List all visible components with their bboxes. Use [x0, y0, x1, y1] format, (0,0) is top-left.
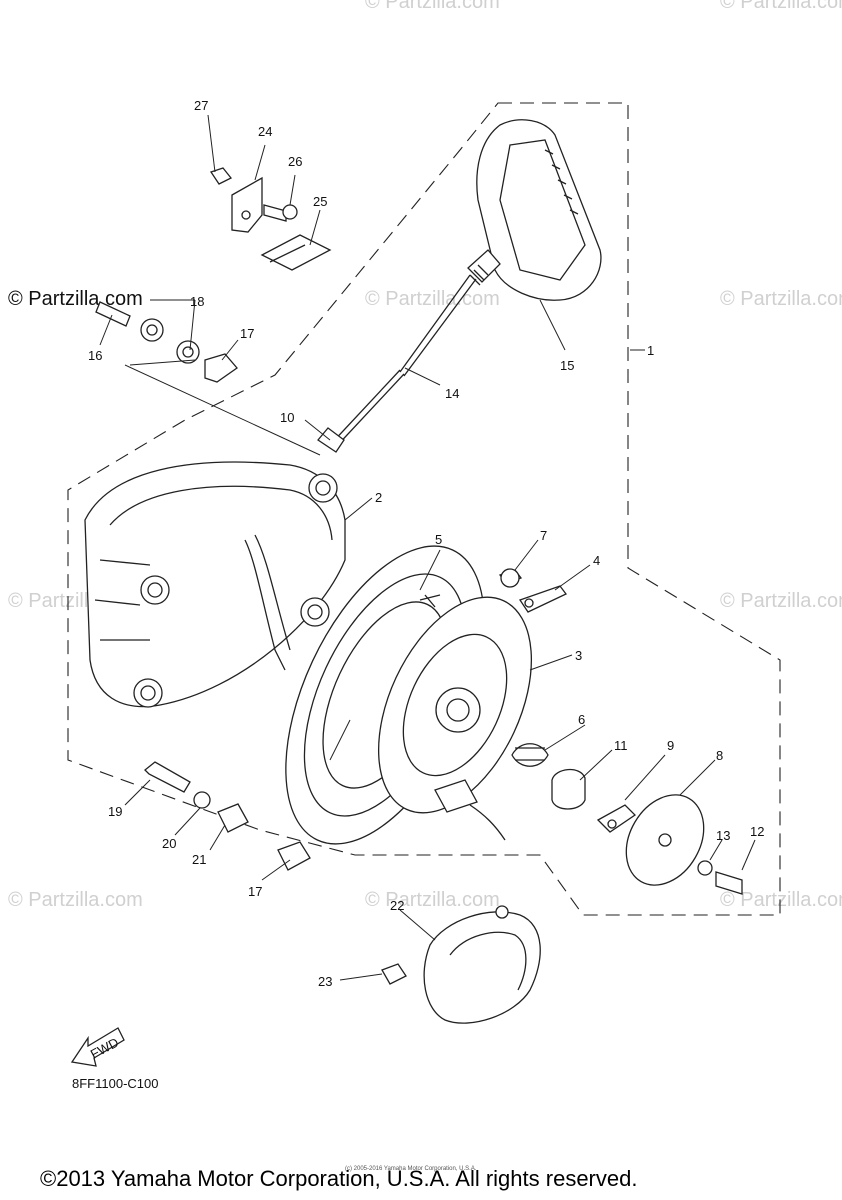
small-parts-right	[498, 568, 743, 895]
fwd-arrow-icon: FWD	[70, 1027, 125, 1067]
callout-14: 14	[445, 386, 459, 401]
callout-3: 3	[575, 648, 582, 663]
watermark: © Partzilla.com	[720, 0, 842, 13]
cover-plate	[381, 905, 541, 1024]
watermark-primary: © Partzilla.com	[8, 288, 143, 310]
callout-11: 11	[614, 738, 628, 753]
watermark: © Partzilla.com	[720, 889, 842, 911]
watermark: © Partzilla.com	[720, 590, 842, 612]
watermark: © Partzilla.com	[365, 288, 500, 310]
callout-13: 13	[716, 828, 730, 843]
tiny-notice: (c) 2005-2016 Yamaha Motor Corporation, …	[345, 1166, 477, 1172]
callout-20: 20	[162, 836, 176, 851]
callout-10: 10	[280, 410, 294, 425]
copyright-notice: ©2013 Yamaha Motor Corporation, U.S.A. A…	[40, 1166, 637, 1191]
callout-23: 23	[318, 974, 332, 989]
fasteners-lower	[144, 761, 311, 871]
assembly-outline	[67, 102, 781, 916]
callout-21: 21	[192, 852, 206, 867]
starter-reel	[285, 545, 533, 845]
diagram-code: 8FF1100-C100	[72, 1076, 158, 1091]
callout-5: 5	[435, 532, 442, 547]
callout-26: 26	[288, 154, 302, 169]
fwd-label: FWD	[88, 1035, 121, 1062]
callout-labels: 1 2 3 4 5 6 7 8 9 10 11 12 13 14 15 16 1…	[88, 98, 764, 989]
callout-6: 6	[578, 712, 585, 727]
callout-17-lower: 17	[248, 884, 262, 899]
watermark: © Partzilla.com	[720, 288, 842, 310]
watermark: © Partzilla.com	[8, 889, 143, 911]
callout-4: 4	[593, 553, 600, 568]
watermark-layer: © Partzilla.com © Partzilla.com © Partzi…	[8, 0, 842, 911]
starter-handle	[467, 119, 602, 301]
callout-16: 16	[88, 348, 102, 363]
callout-24: 24	[258, 124, 272, 139]
watermark: © Partzilla.com	[365, 0, 500, 13]
callout-7: 7	[540, 528, 547, 543]
bracket-parts	[209, 167, 332, 271]
cable	[317, 274, 477, 453]
callout-9: 9	[667, 738, 674, 753]
callout-8: 8	[716, 748, 723, 763]
callout-17: 17	[240, 326, 254, 341]
watermark: © Partzilla.com	[365, 889, 500, 911]
callout-22: 22	[390, 898, 404, 913]
callout-2: 2	[375, 490, 382, 505]
callout-15: 15	[560, 358, 574, 373]
callout-18: 18	[190, 294, 204, 309]
callout-1: 1	[647, 343, 654, 358]
callout-19: 19	[108, 804, 122, 819]
leader-lines	[99, 114, 756, 981]
callout-25: 25	[313, 194, 327, 209]
callout-27: 27	[194, 98, 208, 113]
starter-case	[84, 461, 346, 708]
fasteners-left	[95, 301, 238, 383]
callout-12: 12	[750, 824, 764, 839]
